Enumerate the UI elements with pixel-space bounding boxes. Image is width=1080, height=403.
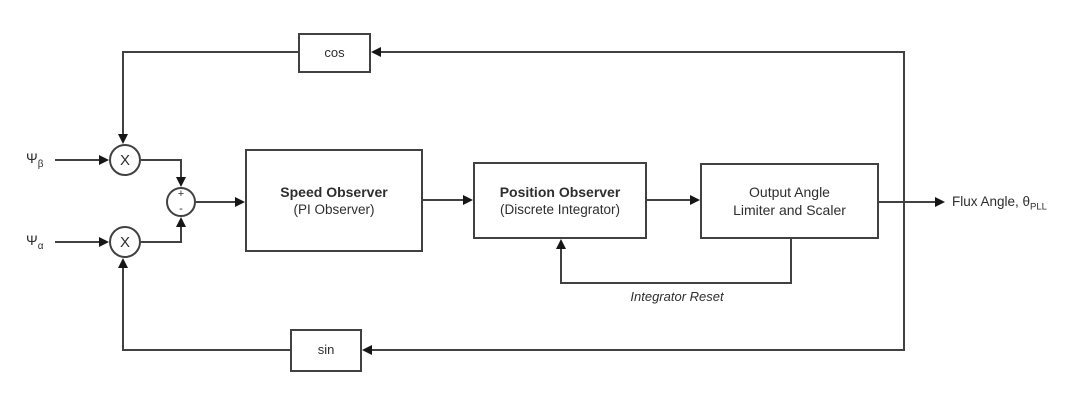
connector-position-to-output	[647, 199, 691, 201]
multiplier-top-symbol: X	[119, 151, 130, 169]
arrow-down-icon	[118, 134, 128, 144]
multiplier-bottom-symbol: X	[119, 233, 130, 251]
connector-cos-out-h	[123, 51, 298, 53]
output-angle-line2: Limiter and Scaler	[733, 202, 846, 218]
psi-alpha-base: Ψ	[26, 232, 38, 248]
connector-feedback-to-cos	[381, 51, 905, 53]
psi-alpha-subscript: α	[37, 240, 44, 252]
connector-sin-out-v	[122, 267, 124, 351]
output-label-flux-angle: Flux Angle, θPLL	[952, 194, 1047, 213]
connector-psi-beta-input	[55, 159, 100, 161]
position-observer-subtitle: (Discrete Integrator)	[499, 201, 621, 217]
speed-observer-subtitle: (PI Observer)	[293, 201, 375, 217]
cos-block-label: cos	[324, 44, 345, 60]
summing-minus-sign: -	[179, 202, 183, 215]
connector-mult-bottom-out-v	[180, 227, 182, 242]
position-observer-title: Position Observer	[499, 183, 621, 200]
connector-sin-out-h	[123, 349, 290, 351]
arrow-right-icon	[99, 155, 109, 165]
arrow-left-icon	[362, 345, 372, 355]
connector-mult-top-out-v	[180, 159, 182, 178]
connector-mult-top-out-h	[141, 159, 182, 161]
psi-beta-base: Ψ	[26, 150, 38, 166]
position-observer-block: Position Observer (Discrete Integrator)	[473, 162, 647, 239]
arrow-down-icon	[176, 177, 186, 187]
connector-sum-to-speed	[196, 201, 236, 203]
integrator-reset-label: Integrator Reset	[630, 289, 724, 304]
output-angle-limiter-block: Output Angle Limiter and Scaler	[700, 163, 879, 239]
psi-beta-subscript: β	[37, 158, 44, 170]
input-label-psi-alpha: Ψα	[26, 232, 43, 252]
connector-integrator-reset-h	[561, 282, 792, 284]
connector-integrator-reset-down	[790, 239, 792, 284]
arrow-left-icon	[371, 47, 381, 57]
speed-observer-title: Speed Observer	[280, 183, 388, 200]
arrow-right-icon	[935, 197, 945, 207]
output-angle-line1: Output Angle	[749, 183, 830, 200]
arrow-up-icon	[556, 239, 566, 249]
input-label-psi-beta: Ψβ	[26, 150, 43, 170]
summing-plus-sign: +	[177, 188, 185, 200]
connector-mult-bottom-out-h	[141, 241, 182, 243]
arrow-right-icon	[99, 237, 109, 247]
flux-angle-base: Flux Angle, θ	[952, 194, 1031, 209]
sin-block-label: sin	[317, 342, 335, 358]
multiplier-bottom: X	[109, 226, 141, 258]
connector-output-to-flux	[879, 201, 936, 203]
arrow-up-icon	[176, 217, 186, 227]
connector-cos-out-v	[122, 51, 124, 135]
connector-feedback-to-sin	[372, 349, 905, 351]
flux-angle-subscript: PLL	[1030, 201, 1047, 213]
summing-junction: + -	[166, 187, 196, 217]
sin-block: sin	[290, 329, 362, 372]
connector-feedback-trunk	[903, 51, 905, 351]
cos-block: cos	[298, 33, 371, 73]
arrow-right-icon	[463, 195, 473, 205]
arrow-up-icon	[118, 258, 128, 268]
connector-integrator-reset-up	[560, 249, 562, 284]
multiplier-top: X	[109, 144, 141, 176]
arrow-right-icon	[690, 195, 700, 205]
arrow-right-icon	[235, 197, 245, 207]
connector-psi-alpha-input	[55, 241, 100, 243]
connector-speed-to-position	[423, 199, 464, 201]
speed-observer-block: Speed Observer (PI Observer)	[245, 149, 423, 252]
